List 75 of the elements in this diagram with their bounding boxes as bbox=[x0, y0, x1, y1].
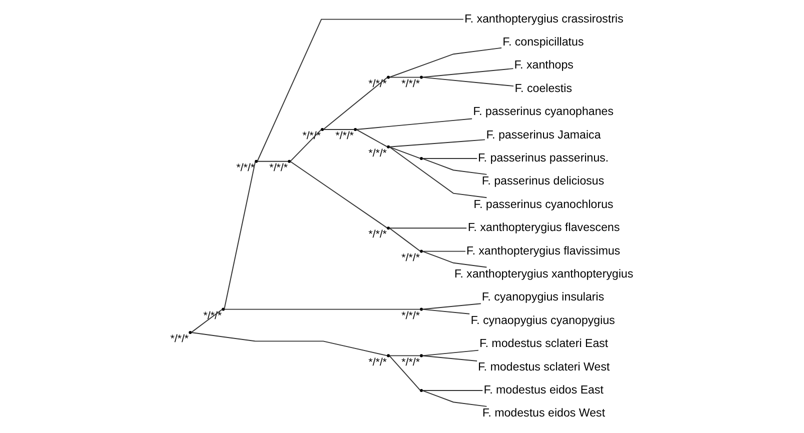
node-text: F. xanthops bbox=[514, 60, 574, 72]
node-point bbox=[254, 160, 258, 163]
node-label: */*/* bbox=[402, 356, 420, 368]
node-text: F. coelestis bbox=[514, 82, 572, 95]
connector bbox=[422, 390, 488, 407]
connector bbox=[388, 355, 421, 391]
connector bbox=[422, 350, 479, 356]
connector bbox=[256, 160, 289, 162]
node-text: F. modestus sclateri East bbox=[479, 338, 608, 350]
node-text: F. modestus eidos West bbox=[482, 408, 606, 420]
connector bbox=[356, 118, 472, 130]
node-text: F. modestus eidos East bbox=[484, 384, 604, 396]
node-text: F. xanthopterygius flavissimus bbox=[466, 245, 620, 258]
node-label: */*/* bbox=[368, 356, 387, 368]
node-text: F. passerinus passerinus. bbox=[478, 152, 609, 164]
node-text: F. passerinus Jamaica bbox=[486, 129, 601, 142]
node-point bbox=[420, 250, 423, 253]
node-point bbox=[420, 76, 423, 79]
node-label: */*/* bbox=[170, 333, 189, 346]
node-label: */*/* bbox=[402, 310, 420, 322]
node-text: F. xanthopterygius xanthopterygius bbox=[454, 268, 634, 280]
node-text: F. cyanopygius insularis bbox=[482, 292, 604, 304]
node-point bbox=[354, 128, 357, 132]
node-label: */*/* bbox=[402, 252, 420, 264]
node-point bbox=[222, 308, 225, 311]
connector bbox=[323, 76, 388, 130]
node-point bbox=[386, 76, 390, 79]
connector bbox=[224, 308, 421, 310]
connector bbox=[389, 146, 488, 198]
node-text: F. passerinus deliciosus bbox=[482, 176, 604, 188]
connector bbox=[388, 355, 421, 356]
connector bbox=[388, 146, 421, 159]
connector bbox=[290, 161, 388, 228]
connector bbox=[224, 161, 256, 310]
connector bbox=[422, 355, 478, 362]
node-point bbox=[320, 128, 324, 132]
connector bbox=[422, 303, 482, 310]
node-text: F. modestus sclateri West bbox=[478, 361, 610, 374]
node-point bbox=[386, 354, 390, 358]
node-point bbox=[386, 226, 390, 230]
connector bbox=[190, 332, 388, 356]
connector bbox=[422, 250, 466, 252]
connector bbox=[322, 129, 355, 130]
node-label: */*/* bbox=[368, 147, 387, 160]
node-text: F. xanthopterygius crassirostris bbox=[464, 13, 624, 26]
node-text: F. passerinus cyanophanes bbox=[473, 106, 614, 118]
connector bbox=[388, 139, 486, 148]
node-label: */*/* bbox=[269, 162, 288, 174]
node-point bbox=[420, 354, 423, 358]
node-point bbox=[386, 145, 390, 148]
node-point bbox=[420, 308, 423, 311]
node-text: F. xanthopterygius flavescens bbox=[468, 222, 620, 234]
connector bbox=[388, 228, 421, 252]
node-point bbox=[420, 156, 423, 160]
node-label: */*/* bbox=[402, 78, 420, 90]
connector bbox=[422, 158, 478, 159]
node-label: */*/* bbox=[335, 130, 354, 142]
node-text: F. cynaopygius cyanopygius bbox=[470, 314, 615, 327]
node-point bbox=[188, 330, 192, 334]
connector bbox=[422, 158, 488, 175]
connector bbox=[388, 76, 421, 78]
connector bbox=[256, 18, 464, 162]
connector bbox=[422, 68, 514, 78]
node-point bbox=[420, 388, 423, 392]
connector bbox=[388, 228, 468, 229]
node-label: */*/* bbox=[368, 228, 387, 241]
connector bbox=[422, 308, 470, 314]
node-text: F. conspicillatus bbox=[502, 36, 584, 48]
connector bbox=[422, 76, 514, 87]
node-point bbox=[288, 160, 291, 163]
connector bbox=[356, 129, 388, 148]
connector bbox=[422, 390, 484, 391]
connector bbox=[422, 250, 488, 268]
connector bbox=[389, 47, 502, 78]
node-text: F. passerinus cyanochlorus bbox=[474, 198, 614, 211]
